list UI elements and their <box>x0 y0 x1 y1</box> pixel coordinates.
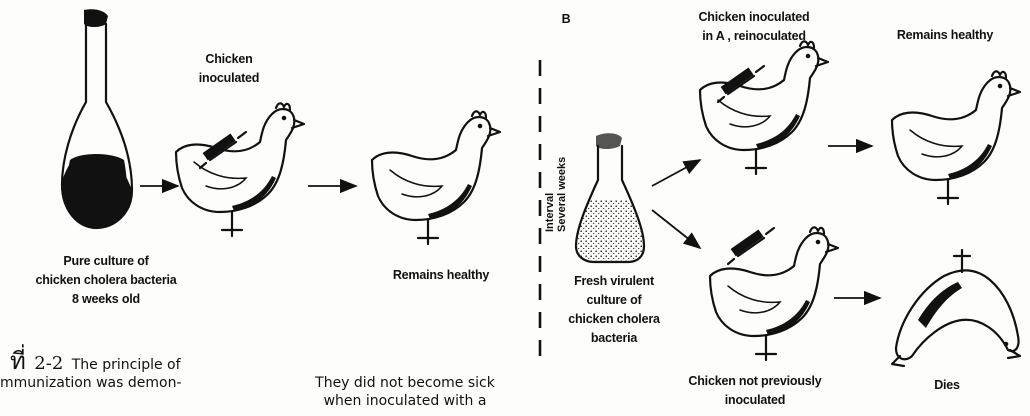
caption-text-line2: mmunization was demon- <box>0 374 260 392</box>
flask-b-label-line2: culture of <box>556 291 672 310</box>
chicken-a1-label-line2: inoculated <box>186 69 272 88</box>
dead-chicken-icon <box>892 250 1020 366</box>
chicken-b3-label: Chicken not previously inoculated <box>680 372 830 410</box>
chicken-icon-healthy-a <box>372 111 500 244</box>
flask-icon-pure-culture <box>62 9 132 228</box>
arrow-flask-to-new-chicken <box>652 210 700 248</box>
chicken-b2-label: Remains healthy <box>870 26 1020 45</box>
caption-text-line1: The principle of <box>72 357 181 373</box>
chicken-a2-label: Remains healthy <box>366 266 516 285</box>
figure-caption-right: They did not become sick when inoculated… <box>270 374 540 410</box>
caption-line1: ที่ 2-2 The principle of <box>0 352 260 374</box>
flask-a-label-line1: Pure culture of <box>10 252 202 271</box>
caption-figure-number: 2-2 <box>34 353 63 374</box>
arrow-flask-to-reinoculated <box>652 160 700 186</box>
chicken-icon-not-previously-inoculated <box>710 227 838 360</box>
chicken-b3-label-line2: inoculated <box>680 391 830 410</box>
interval-label-line2: Several weeks <box>556 157 568 232</box>
chicken-b1-label-line2: in A , reinoculated <box>680 27 828 46</box>
panel-b-letter: B <box>556 10 576 29</box>
chicken-b4-label: Dies <box>922 376 972 395</box>
interval-label-line1: Interval <box>544 157 556 232</box>
flask-b-label-line4: bacteria <box>556 329 672 348</box>
flask-a-label: Pure culture of chicken cholera bacteria… <box>10 252 202 309</box>
figure-caption: ที่ 2-2 The principle of mmunization was… <box>0 352 260 392</box>
flask-a-label-line3: 8 weeks old <box>10 290 202 309</box>
flask-b-label: Fresh virulent culture of chicken choler… <box>556 272 672 348</box>
interval-label: Interval Several weeks <box>544 157 568 232</box>
flask-b-label-line1: Fresh virulent <box>556 272 672 291</box>
flask-a-label-line2: chicken cholera bacteria <box>10 271 202 290</box>
syringe-icon-b3 <box>728 228 774 264</box>
chicken-icon-inoculated <box>176 103 304 236</box>
chicken-icon-healthy-b <box>892 71 1020 204</box>
syringe-icon-b1 <box>718 66 764 102</box>
caption-right-line1: They did not become sick <box>270 374 540 392</box>
flask-b-label-line3: chicken cholera <box>556 310 672 329</box>
chicken-a1-label: Chicken inoculated <box>186 50 272 88</box>
chicken-a1-label-line1: Chicken <box>186 50 272 69</box>
flask-icon-virulent-culture <box>576 133 644 262</box>
chicken-icon-reinoculated <box>700 41 828 174</box>
chicken-b3-label-line1: Chicken not previously <box>680 372 830 391</box>
caption-right-line2: when inoculated with a <box>270 392 540 410</box>
chicken-b1-label: Chicken inoculated in A , reinoculated <box>680 8 828 46</box>
caption-thai-prefix: ที่ <box>10 347 26 375</box>
chicken-b1-label-line1: Chicken inoculated <box>680 8 828 27</box>
